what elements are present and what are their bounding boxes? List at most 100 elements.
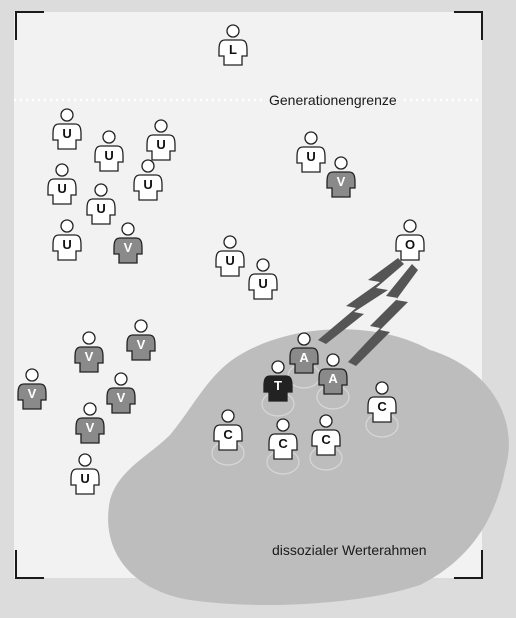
figure-letter: V <box>85 349 94 364</box>
person-figure-v: V <box>17 368 47 410</box>
figure-letter: V <box>137 337 146 352</box>
figure-letter: C <box>223 427 233 442</box>
corner-marks <box>15 11 483 579</box>
figure-letter: U <box>306 149 315 164</box>
figure-letter: V <box>337 174 346 189</box>
figure-head <box>83 402 97 416</box>
corner-bottom-right <box>454 550 483 579</box>
figure-body <box>106 387 136 414</box>
figure-letter: A <box>328 371 338 386</box>
person-figure-u: U <box>248 258 278 300</box>
figure-letter: U <box>225 253 234 268</box>
figure-body <box>296 146 326 173</box>
figure-head <box>403 219 417 233</box>
figure-letter: V <box>86 420 95 435</box>
figure-body <box>146 134 176 161</box>
figure-letter: U <box>104 148 113 163</box>
figure-body <box>311 429 341 456</box>
dissocial-value-frame-blob <box>108 329 509 605</box>
figure-head <box>375 381 389 395</box>
figure-head <box>256 258 270 272</box>
figure-head <box>221 409 235 423</box>
figure-letter: T <box>274 378 282 393</box>
person-figure-u: U <box>52 108 82 150</box>
person-figure-c: C <box>365 381 399 438</box>
figure-body <box>218 39 248 66</box>
figure-letter: U <box>62 237 71 252</box>
figure-head <box>276 418 290 432</box>
figure-letter: U <box>62 126 71 141</box>
figure-body <box>367 396 397 423</box>
figure-body <box>263 375 293 402</box>
figure-body <box>326 171 356 198</box>
person-figure-o: O <box>395 219 425 261</box>
figure-letter: U <box>96 201 105 216</box>
person-figure-v: V <box>113 222 143 264</box>
person-figure-u: U <box>133 159 163 201</box>
lightning-bolt-1 <box>318 258 404 344</box>
figure-head <box>226 24 240 38</box>
figure-head <box>78 453 92 467</box>
person-figure-c: C <box>266 418 300 475</box>
person-figure-a: A <box>316 353 350 410</box>
figure-letter: V <box>28 386 37 401</box>
figure-letter: C <box>377 399 387 414</box>
figure-head <box>60 108 74 122</box>
figure-body <box>113 237 143 264</box>
figure-letter: L <box>229 42 237 57</box>
figure-head <box>223 235 237 249</box>
person-figure-t: T <box>261 360 295 417</box>
figure-body <box>52 123 82 150</box>
figure-head <box>114 372 128 386</box>
person-figure-c: C <box>211 409 245 466</box>
figure-body <box>86 198 116 225</box>
person-figure-u: U <box>86 183 116 225</box>
generation-boundary-label: Generationengrenze <box>263 91 403 109</box>
figure-body <box>75 417 105 444</box>
lightning-bolts <box>318 258 418 366</box>
figure-head <box>334 156 348 170</box>
person-figure-u: U <box>296 131 326 173</box>
person-figure-v: V <box>326 156 356 198</box>
figure-letter: V <box>124 240 133 255</box>
figure-body <box>395 234 425 261</box>
person-figure-u: U <box>146 119 176 161</box>
figure-letter: U <box>80 471 89 486</box>
figure-head <box>60 219 74 233</box>
figure-letter: U <box>143 177 152 192</box>
figure-body <box>47 178 77 205</box>
figure-letter: U <box>57 181 66 196</box>
figure-body <box>94 145 124 172</box>
figure-head <box>55 163 69 177</box>
figure-body <box>70 468 100 495</box>
figure-head <box>82 331 96 345</box>
figure-body <box>133 174 163 201</box>
figure-head <box>304 131 318 145</box>
person-figure-c: C <box>309 414 343 471</box>
figure-letter: V <box>117 390 126 405</box>
figure-head <box>271 360 285 374</box>
figure-head <box>134 319 148 333</box>
figure-head <box>25 368 39 382</box>
figure-head <box>297 332 311 346</box>
figure-body <box>126 334 156 361</box>
figure-head <box>319 414 333 428</box>
person-figure-u: U <box>94 130 124 172</box>
figure-head <box>94 183 108 197</box>
figure-head <box>102 130 116 144</box>
figure-body <box>215 250 245 277</box>
person-figure-u: U <box>47 163 77 205</box>
figure-body <box>248 273 278 300</box>
figure-letter: A <box>299 350 309 365</box>
person-figure-u: U <box>215 235 245 277</box>
figure-body <box>318 368 348 395</box>
figure-body <box>74 346 104 373</box>
figure-letter: O <box>405 237 415 252</box>
corner-top-left <box>15 11 44 40</box>
figure-letter: U <box>156 137 165 152</box>
figure-body <box>268 433 298 460</box>
lightning-bolt-2 <box>348 264 418 366</box>
person-figure-u: U <box>52 219 82 261</box>
